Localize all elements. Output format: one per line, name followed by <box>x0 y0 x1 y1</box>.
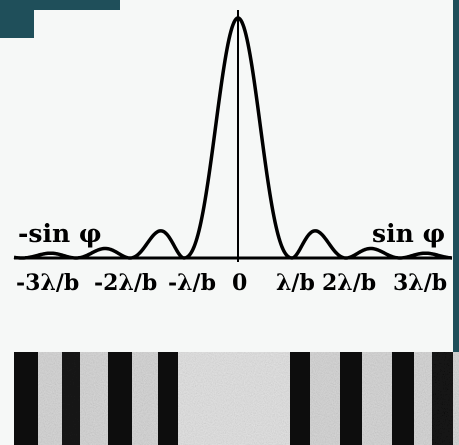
dark-band <box>14 352 38 445</box>
tick-label-2-lambda-b: 2λ/b <box>322 270 376 296</box>
tick-label-minus-2-lambda-b: -2λ/b <box>94 270 157 296</box>
dark-band <box>158 352 178 445</box>
tick-label-lambda-b: λ/b <box>276 270 315 296</box>
frame-border-right <box>453 0 459 445</box>
dark-band <box>62 352 80 445</box>
tick-label-minus-3-lambda-b: -3λ/b <box>16 270 79 296</box>
dark-band <box>108 352 132 445</box>
label-minus-sin-phi: -sin φ <box>18 219 101 248</box>
dark-band <box>392 352 414 445</box>
center-bright-band <box>178 352 290 445</box>
tick-label-zero: 0 <box>232 270 247 296</box>
tick-label-minus-lambda-b: -λ/b <box>168 270 216 296</box>
dark-band <box>340 352 362 445</box>
tick-label-3-lambda-b: 3λ/b <box>393 270 447 296</box>
diffraction-pattern <box>14 352 459 445</box>
dark-band <box>290 352 310 445</box>
label-sin-phi: sin φ <box>372 219 445 248</box>
frame-border-top <box>0 0 120 10</box>
dark-band <box>432 352 453 445</box>
frame-corner-mark <box>0 0 34 38</box>
intensity-curve <box>13 16 453 260</box>
